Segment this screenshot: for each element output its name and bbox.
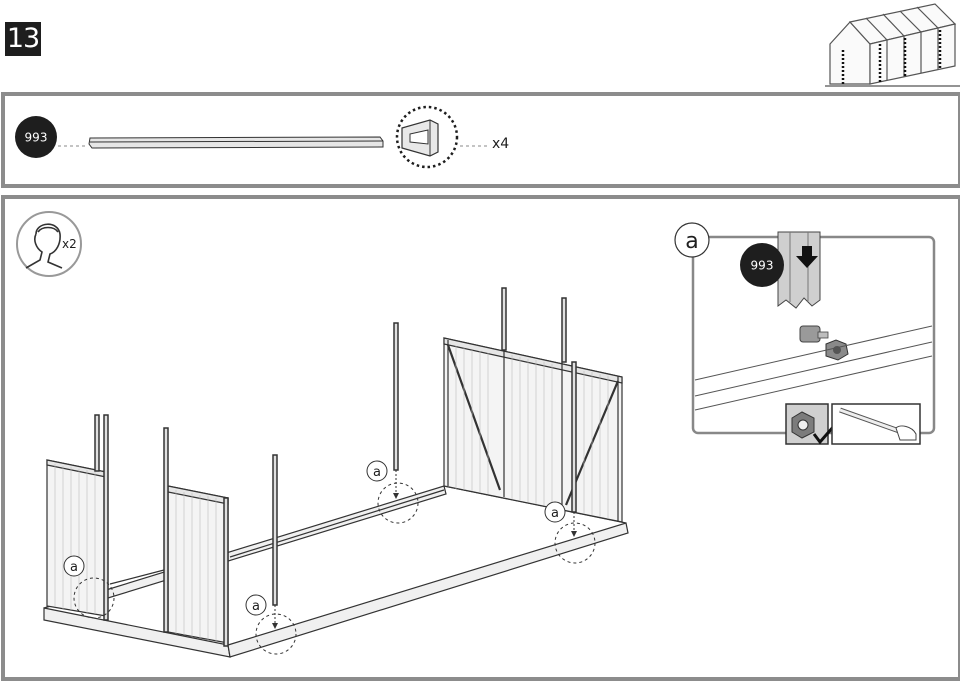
callout-letter: a (373, 465, 381, 480)
callout-right: a (544, 501, 596, 564)
base-frame (43, 485, 629, 658)
callout-front: a (245, 594, 297, 655)
callout-letter: a (551, 506, 559, 521)
left-wall-panel (46, 414, 109, 621)
callout-letter: a (252, 599, 260, 614)
profile-bar-icon (88, 136, 384, 149)
part-id-label: 993 (25, 131, 48, 145)
back-wall-panel (443, 337, 623, 523)
detail-part-id: 993 (751, 259, 774, 273)
callout-letter: a (70, 560, 78, 575)
person-count-label: x2 (62, 237, 77, 251)
two-persons-icon: x2 (16, 211, 82, 277)
middle-wall-panel (163, 427, 229, 647)
parts-panel (1, 92, 960, 188)
step-number-badge: 13 (5, 22, 41, 56)
detail-callout-letter: a (685, 229, 698, 254)
callout-top-center: a (366, 460, 419, 524)
greenhouse-thumbnail-icon (825, 3, 960, 87)
quantity-label: x4 (492, 136, 509, 152)
uprights-back (501, 287, 577, 513)
detail-box: a 993 (674, 222, 936, 445)
part-badge: 993 (15, 116, 57, 158)
profile-cross-section-icon (395, 105, 459, 169)
callout-left: a (63, 555, 115, 619)
